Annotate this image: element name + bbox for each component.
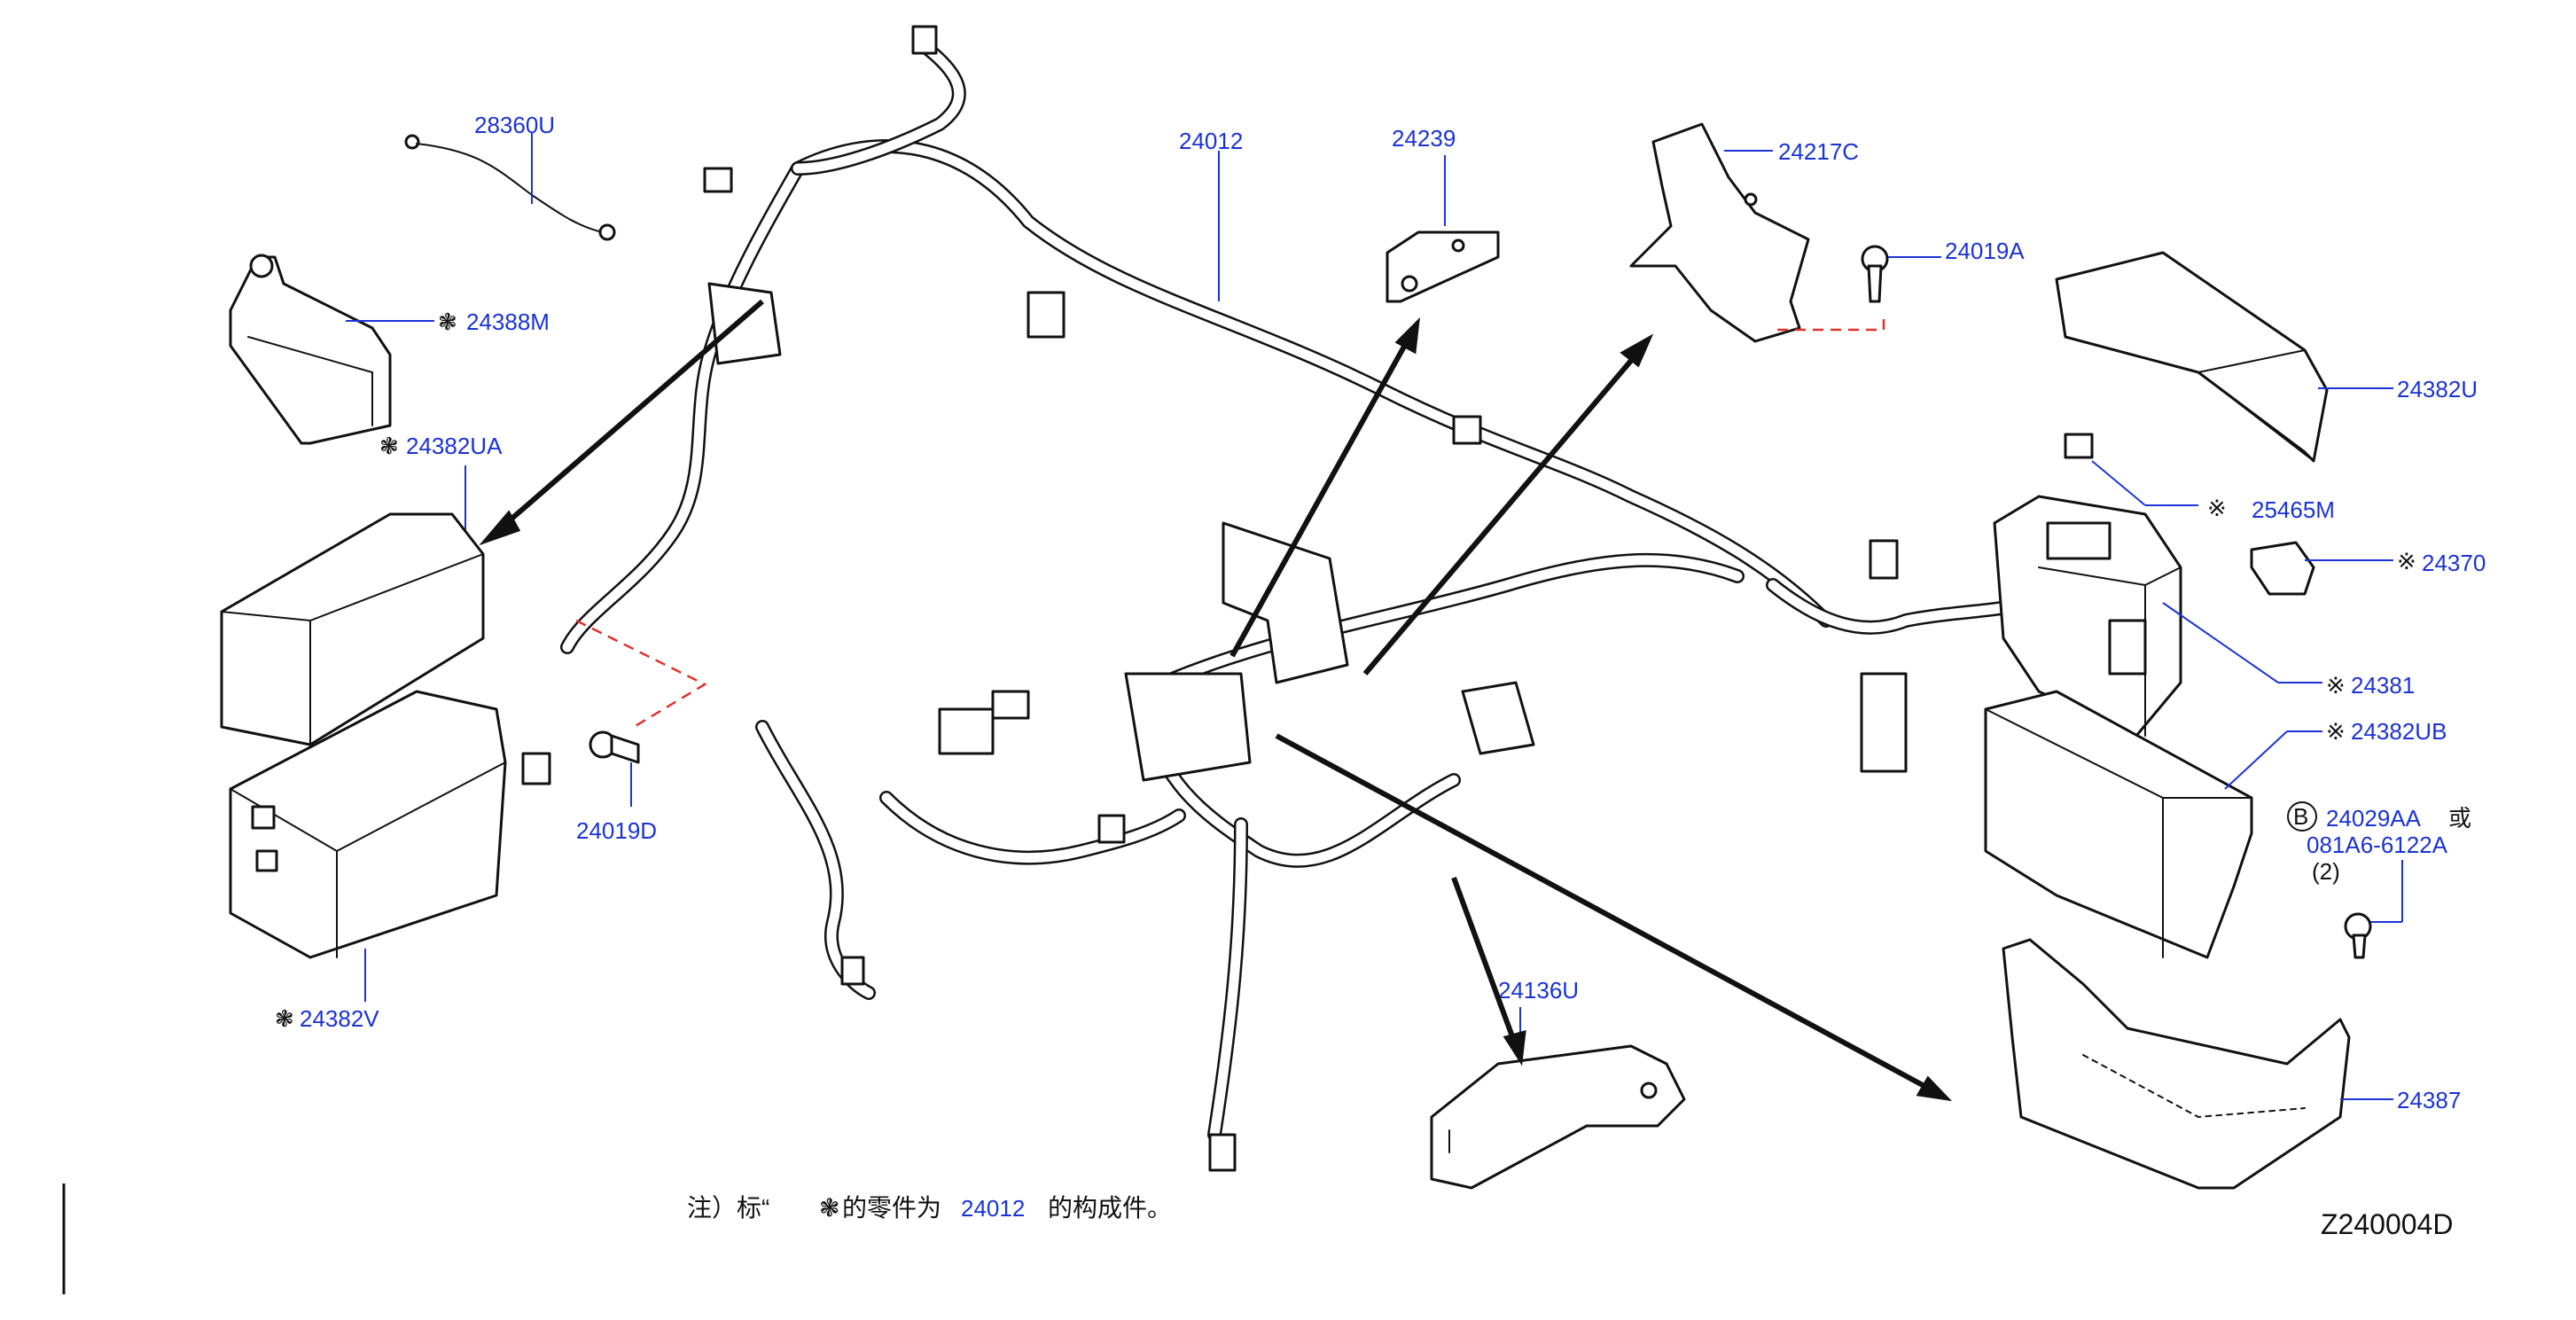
part-28360U[interactable]: [404, 134, 616, 241]
part-24388M[interactable]: [229, 254, 392, 445]
bolt-symbol-letter: B: [2293, 803, 2308, 830]
part-24387[interactable]: [2002, 938, 2351, 1190]
part-25465M[interactable]: [2064, 433, 2094, 459]
mark-24382UB: ※: [2326, 718, 2346, 745]
part-24217C[interactable]: [1629, 122, 1810, 343]
part-24136U[interactable]: [1430, 1044, 1686, 1190]
part-24381[interactable]: [1993, 495, 2182, 738]
part-24370[interactable]: [2250, 541, 2315, 596]
part-24382UB[interactable]: [1984, 690, 2253, 959]
label-081A6-6122A[interactable]: 081A6-6122A: [2307, 832, 2448, 858]
part-24382UA[interactable]: [220, 512, 485, 746]
bolt-symbol-circle: [2287, 801, 2317, 832]
part-24019A[interactable]: [1861, 245, 1889, 303]
part-bolt-24029AA[interactable]: [2344, 912, 2372, 959]
mark-24388M: ❃: [438, 309, 457, 335]
label-24388M[interactable]: 24388M: [466, 309, 550, 335]
leader-24382UB-a: [2224, 730, 2288, 790]
leader-25465M-a: [2091, 460, 2146, 506]
diagram-code: Z240004D: [2321, 1208, 2453, 1240]
note-suffix: 的零件为: [842, 1194, 941, 1222]
label-28360U[interactable]: 28360U: [474, 112, 555, 138]
label-24382UB[interactable]: 24382UB: [2351, 718, 2447, 745]
label-24217C[interactable]: 24217C: [1778, 138, 1859, 165]
label-24382UA[interactable]: 24382UA: [406, 433, 503, 459]
part-24239[interactable]: [1386, 230, 1500, 303]
label-24381[interactable]: 24381: [2351, 672, 2415, 699]
mark-25465M: ※: [2207, 495, 2227, 521]
label-qty: (2): [2312, 858, 2340, 885]
label-24136U[interactable]: 24136U: [1498, 977, 1579, 1004]
note-end: 的构成件。: [1048, 1194, 1172, 1222]
note-mark: ❃: [819, 1194, 839, 1222]
part-24019D[interactable]: [589, 730, 640, 764]
note-part[interactable]: 24012: [961, 1195, 1025, 1222]
label-24012[interactable]: 24012: [1179, 128, 1243, 154]
label-24387[interactable]: 24387: [2397, 1087, 2461, 1113]
pointer-arrows: [479, 299, 1953, 1102]
mark-24382UA: ❃: [379, 433, 399, 459]
footer-note: 注）标“ ❃ 的零件为 24012 的构成件。: [687, 1194, 1172, 1222]
label-25465M[interactable]: 25465M: [2252, 496, 2335, 523]
label-24239[interactable]: 24239: [1392, 125, 1456, 152]
dash-ref-top: [1777, 316, 1885, 332]
label-24029AA[interactable]: 24029AA: [2326, 805, 2422, 832]
leader-24381-a: [2162, 602, 2279, 683]
part-24382V[interactable]: [229, 690, 507, 959]
mark-24370: ※: [2397, 548, 2416, 574]
label-24019A[interactable]: 24019A: [1945, 238, 2025, 264]
label-24370[interactable]: 24370: [2422, 550, 2486, 576]
part-24382U[interactable]: [2055, 251, 2329, 463]
note-prefix: 注）标“: [687, 1194, 769, 1222]
label-24382V[interactable]: 24382V: [300, 1005, 379, 1032]
mark-24381: ※: [2326, 672, 2346, 699]
main-harness-24012[interactable]: [521, 25, 2037, 1172]
label-24019D[interactable]: 24019D: [576, 817, 657, 844]
mark-24382V: ❃: [275, 1005, 294, 1032]
label-or: 或: [2448, 805, 2471, 832]
label-24382U[interactable]: 24382U: [2397, 376, 2478, 402]
dash-ref-left: [575, 619, 707, 729]
